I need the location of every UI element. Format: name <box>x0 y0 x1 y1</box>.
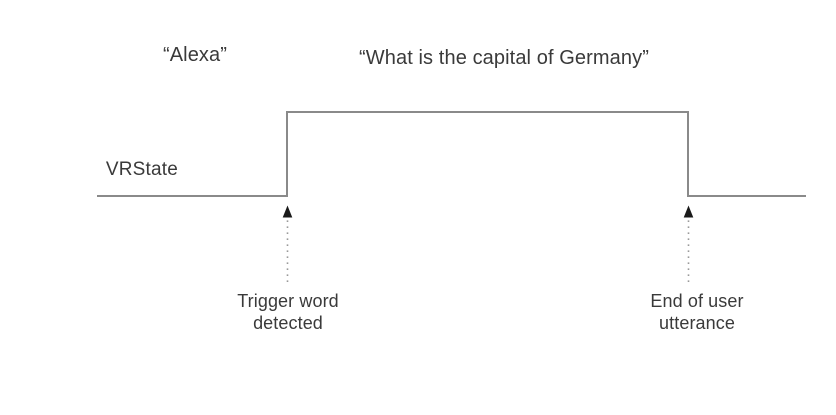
event-label-line2: utterance <box>659 312 735 333</box>
end-utterance-marker <box>683 205 694 282</box>
signal-name-label: VRState <box>105 159 178 180</box>
utterance-label-question: “What is the capital of Germany” <box>359 47 649 69</box>
vrstate-waveform <box>97 110 806 198</box>
utterance-label-trigger-word: “Alexa” <box>162 44 228 66</box>
event-label-line1: Trigger word <box>237 291 339 311</box>
trigger-word-marker <box>282 205 293 282</box>
event-label-line1: End of user <box>650 291 744 311</box>
event-label-trigger-word-detected: Trigger word detected <box>195 291 381 335</box>
event-label-end-of-user-utterance: End of user utterance <box>604 291 790 335</box>
trigger-word-arrow-icon <box>282 205 293 218</box>
event-label-line2: detected <box>253 312 323 333</box>
end-utterance-arrow-icon <box>683 205 694 218</box>
